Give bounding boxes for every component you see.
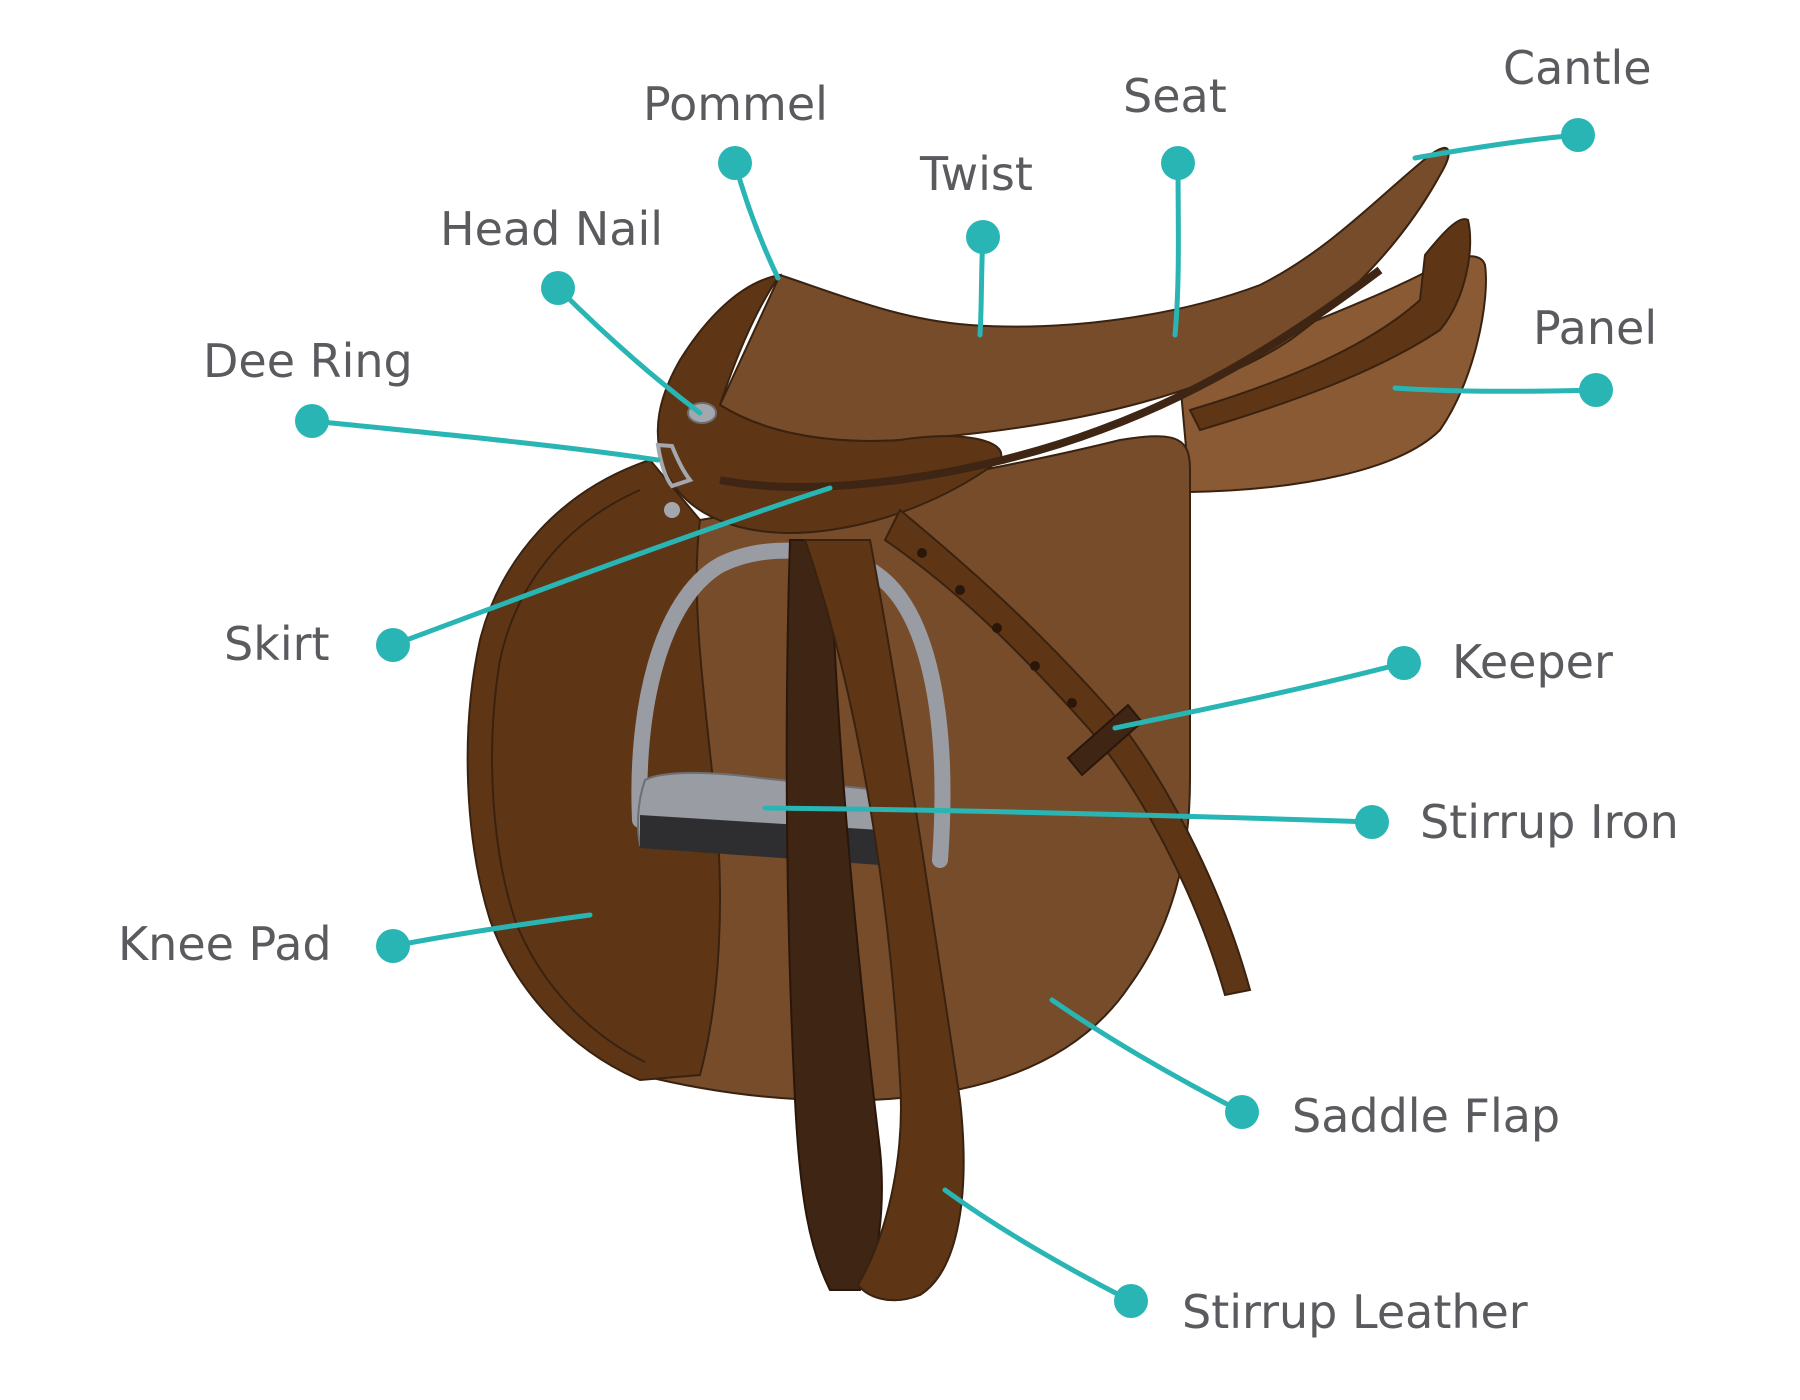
saddle-flap-dot — [1225, 1095, 1259, 1129]
cantle-dot — [1561, 118, 1595, 152]
knee-pad-shape — [468, 460, 720, 1080]
pommel-leader — [735, 163, 778, 278]
skirt-dot — [376, 628, 410, 662]
seat-leader — [1175, 163, 1178, 335]
pommel-dot — [718, 146, 752, 180]
head-nail-dot — [541, 271, 575, 305]
saddle-flap-leader — [1052, 1000, 1242, 1112]
knee-pad-dot — [376, 929, 410, 963]
stirrup-iron-dot — [1355, 805, 1389, 839]
cantle-leader — [1415, 135, 1578, 158]
head-nail-leader — [558, 288, 700, 413]
panel-leader — [1395, 388, 1596, 391]
head-nail-label: Head Nail — [440, 202, 663, 256]
stirrup-leather-leader — [945, 1190, 1131, 1301]
stirrup-leather-dot — [1114, 1284, 1148, 1318]
saddle-flap-label: Saddle Flap — [1292, 1089, 1560, 1143]
panel-label: Panel — [1533, 301, 1657, 355]
cantle-label: Cantle — [1503, 41, 1652, 95]
dee-ring-leader — [312, 421, 658, 460]
skirt-label: Skirt — [224, 617, 330, 671]
twist-label: Twist — [919, 147, 1033, 201]
seat-dot — [1161, 146, 1195, 180]
stirrup-leather-label: Stirrup Leather — [1182, 1285, 1528, 1339]
keeper-dot — [1387, 646, 1421, 680]
knee-pad-label: Knee Pad — [118, 917, 332, 971]
pommel-label: Pommel — [643, 77, 828, 131]
seat-label: Seat — [1123, 69, 1227, 123]
dee-ring-rivet — [664, 502, 680, 518]
twist-dot — [966, 220, 1000, 254]
dee-ring-label: Dee Ring — [203, 334, 413, 388]
stirrup-iron-label: Stirrup Iron — [1420, 795, 1679, 849]
dee-ring-dot — [295, 404, 329, 438]
panel-dot — [1579, 373, 1613, 407]
keeper-label: Keeper — [1452, 635, 1613, 689]
